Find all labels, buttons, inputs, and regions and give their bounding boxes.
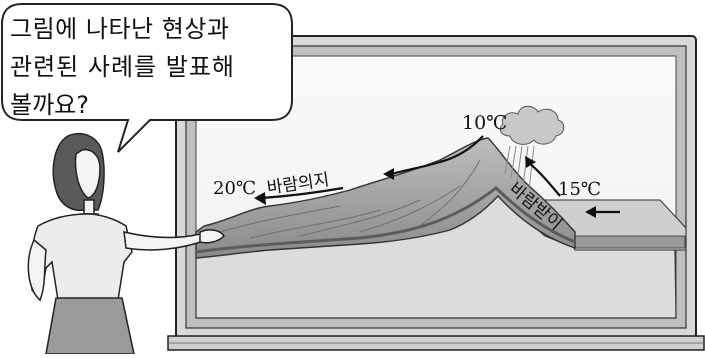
terrain-block	[195, 181, 687, 319]
speech-line-2: 관련된 사례를 발표해	[10, 53, 235, 81]
speech-line-1: 그림에 나타난 현상과	[10, 15, 230, 43]
speech-bubble	[1, 3, 293, 153]
speech-bubble-text: 그림에 나타난 현상과 관련된 사례를 발표해 볼까요?	[10, 10, 285, 124]
wind-arrows	[254, 135, 620, 218]
teacher	[27, 132, 225, 355]
temperature-top-label: 10℃	[462, 112, 507, 134]
temperature-right-label: 15℃	[558, 179, 601, 200]
speech-line-3: 볼까요?	[10, 91, 89, 119]
mountain	[195, 137, 576, 259]
cloud	[499, 105, 565, 191]
temperature-left-label: 20℃	[213, 178, 256, 199]
